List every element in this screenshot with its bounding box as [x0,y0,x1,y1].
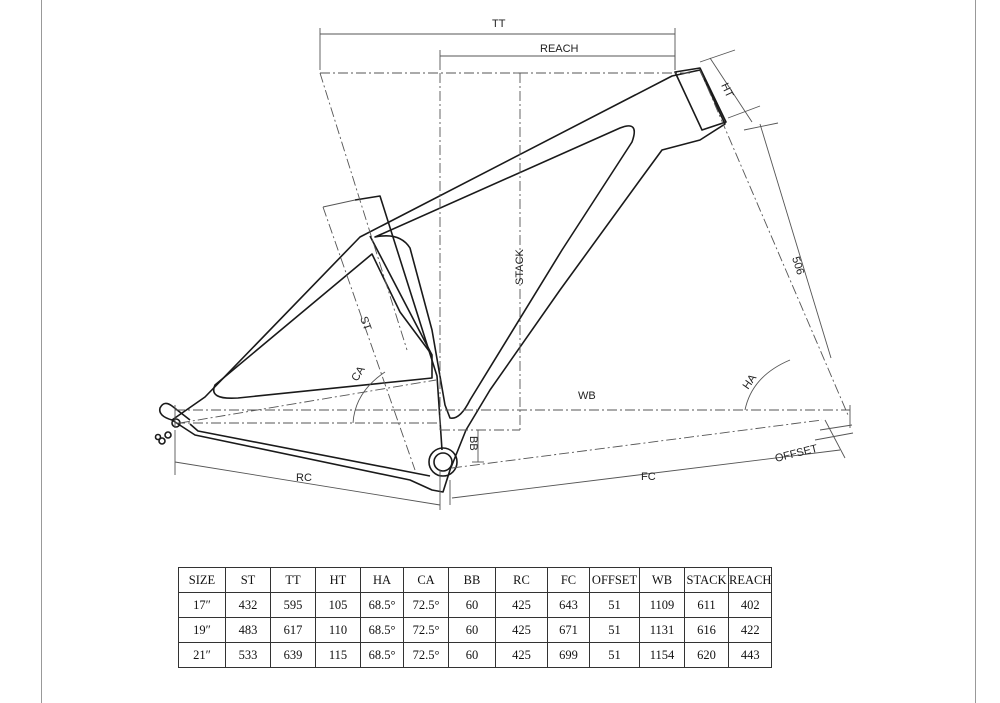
sheet-border-left [41,0,42,703]
rear-triangle-cutout [213,253,433,400]
dim-fc-line [451,419,823,469]
geometry-table: SIZE ST TT HT HA CA BB RC FC OFFSET WB S… [178,567,773,668]
col-header: SIZE [178,567,226,593]
table-cell: 617 [270,617,316,643]
table-cell: 1154 [639,642,685,668]
dim-tt-left-ext [319,72,408,351]
label-reach: REACH [540,43,579,55]
label-wb: WB [578,390,596,402]
label-fc: FC [641,471,656,483]
table-cell: 68.5° [360,617,404,643]
table-cell: 72.5° [403,592,449,618]
table-cell: 51 [589,642,640,668]
rear-axle-bolt [154,433,162,441]
table-cell: 19″ [178,617,226,643]
col-header: HT [315,567,361,593]
label-offset: OFFSET [774,443,819,465]
table-cell: 620 [684,642,729,668]
label-ha: HA [741,372,760,392]
table-cell: 110 [315,617,361,643]
table-cell: 51 [589,592,640,618]
label-tt: TT [492,18,506,30]
dim-st-axis [322,206,416,471]
table-cell: 425 [495,592,548,618]
table-cell: 611 [684,592,729,618]
dim-ca-line [179,379,437,424]
col-header: FC [547,567,590,593]
head-tube [674,67,727,131]
label-fork-length: 506 [789,255,806,276]
table-header-row: SIZE ST TT HT HA CA BB RC FC OFFSET WB S… [178,567,773,593]
rear-dropout [158,402,191,421]
table-cell: 60 [448,592,496,618]
table-cell: 21″ [178,642,226,668]
table-cell: 422 [727,617,773,643]
rear-axle-bolt [158,437,166,445]
table-cell: 17″ [178,592,226,618]
label-bb: BB [467,436,479,451]
table-cell: 643 [547,592,590,618]
table-cell: 68.5° [360,592,404,618]
col-header: WB [639,567,685,593]
col-header: REACH [727,567,773,593]
table-cell: 443 [727,642,773,668]
table-cell: 671 [547,617,590,643]
rear-axle-bolt [164,431,172,439]
table-cell: 533 [225,642,271,668]
table-cell: 60 [448,617,496,643]
col-header: BB [448,567,496,593]
col-header: OFFSET [589,567,640,593]
table-cell: 68.5° [360,642,404,668]
table-cell: 425 [495,617,548,643]
label-ht: HT [718,81,735,100]
table-cell: 616 [684,617,729,643]
label-rc: RC [296,472,312,484]
table-cell: 60 [448,642,496,668]
col-header: ST [225,567,271,593]
bottom-bracket-shell [428,447,458,477]
table-cell: 1131 [639,617,685,643]
table-cell: 432 [225,592,271,618]
table-cell: 402 [727,592,773,618]
table-row: 21″ 533 639 115 68.5° 72.5° 60 425 699 5… [178,642,773,668]
table-cell: 1109 [639,592,685,618]
frame-geometry-diagram: TT REACH HT STACK ST CA WB HA 506 BB RC … [154,18,854,510]
table-cell: 595 [270,592,316,618]
table-cell: 72.5° [403,642,449,668]
frame-outline [171,69,726,493]
table-cell: 483 [225,617,271,643]
table-cell: 72.5° [403,617,449,643]
bottom-bracket-inner [433,452,453,472]
seat-tube-inner [369,235,433,356]
col-header: RC [495,567,548,593]
label-st: ST [357,315,373,333]
chainstay [189,423,431,477]
main-triangle-cutout [374,125,636,419]
table-cell: 105 [315,592,361,618]
label-ca: CA [349,364,368,384]
seat-tube [354,195,443,451]
table-row: 19″ 483 617 110 68.5° 72.5° 60 425 671 5… [178,617,773,643]
col-header: HA [360,567,404,593]
table-cell: 699 [547,642,590,668]
table-cell: 51 [589,617,640,643]
table-row: 17″ 432 595 105 68.5° 72.5° 60 425 643 5… [178,592,773,618]
table-cell: 639 [270,642,316,668]
col-header: TT [270,567,316,593]
dim-ht-axis [699,69,849,416]
table-cell: 115 [315,642,361,668]
table-cell: 425 [495,642,548,668]
sheet-border-right [975,0,976,703]
col-header: CA [403,567,449,593]
label-stack: STACK [514,248,526,285]
col-header: STACK [684,567,729,593]
